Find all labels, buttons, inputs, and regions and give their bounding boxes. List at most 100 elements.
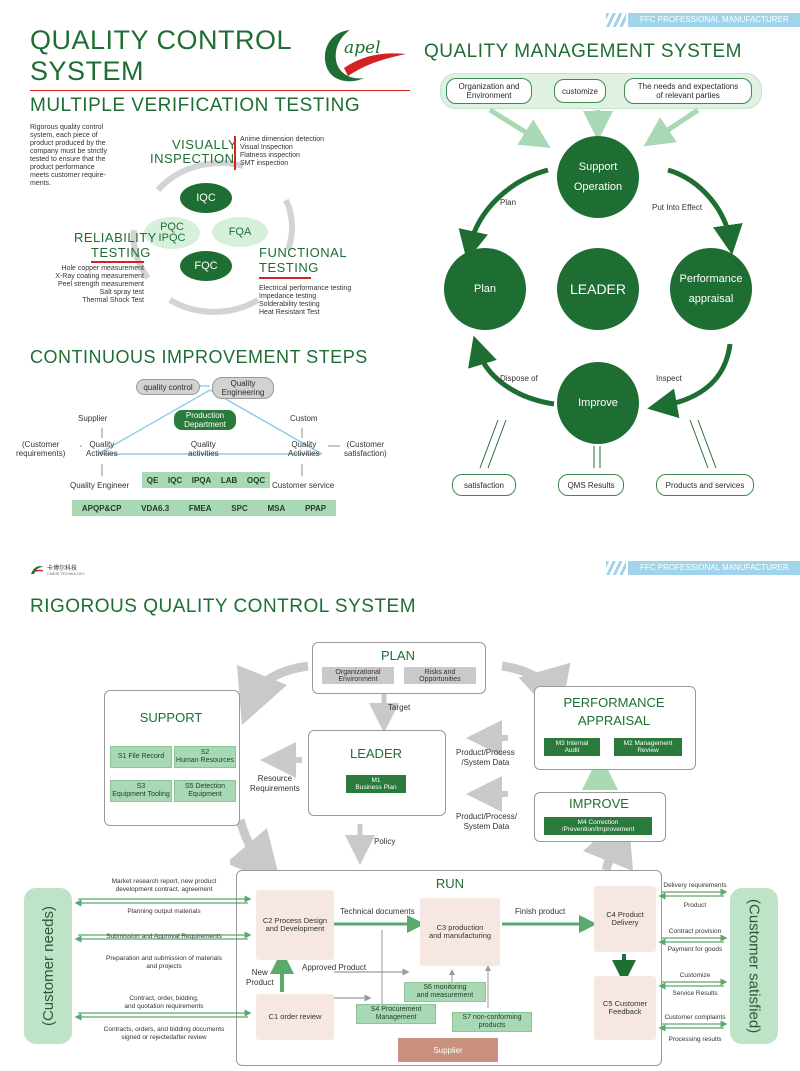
fmea-cell: FMEA <box>188 503 212 513</box>
lbl-dispose: Dispose of <box>500 374 538 383</box>
right-line-5: Customize <box>679 972 711 979</box>
custom-label: Custom <box>290 414 318 423</box>
c1-box: C1 order review <box>256 994 334 1040</box>
lbl-inspect: Inspect <box>656 374 682 383</box>
reliability-red-bar <box>91 261 144 263</box>
supplier-label: Supplier <box>78 414 108 423</box>
qms-results-pill: QMS Results <box>558 474 624 496</box>
p2-title: RIGOROUS QUALITY CONTROL SYSTEM <box>30 596 417 617</box>
ppap-cell: PPAP <box>304 503 327 513</box>
apqp-cell: APQP&CP <box>81 503 122 513</box>
right-line-7: Customer complaints <box>664 1014 726 1021</box>
leader-title: LEADER <box>349 746 403 761</box>
visual-red-bar <box>234 136 236 170</box>
testing-label-right: TESTING <box>259 260 319 275</box>
ci-triangle <box>80 385 340 476</box>
pps2-label: Product/Process/System Data <box>456 812 517 831</box>
target-label: Target <box>388 703 411 712</box>
policy-label: Policy <box>374 837 396 846</box>
top-banner: FFC PROFESSIONAL MANUFACTURER <box>606 13 800 27</box>
customer-service-label: Customer service <box>272 481 335 490</box>
vda-cell: VDA6.3 <box>141 503 170 513</box>
pps1-label: Product/Process/System Data <box>456 748 515 767</box>
oqc-cell: OQC <box>246 475 266 485</box>
company-logo-sub: CABOR TECHNOLOGY <box>47 571 85 576</box>
qe-cell: QE <box>146 475 159 485</box>
iqc-cell: IQC <box>167 475 183 485</box>
lbl-put: Put Into Effect <box>652 203 703 212</box>
iqc-circle: IQC <box>180 183 232 213</box>
satisfaction-pill: satisfaction <box>452 474 516 496</box>
leader-circle: LEADER <box>557 248 639 330</box>
finish-product-label: Finish product <box>515 907 566 916</box>
page-title-line2: SYSTEM <box>30 56 145 86</box>
left-line-6: Contracts, orders, and bidding documents… <box>103 1026 225 1041</box>
performance-frame <box>534 686 696 770</box>
m4-box: M4 Correction/Prevention/Improvement <box>544 817 652 835</box>
lbl-plan: Plan <box>500 198 517 207</box>
spc-cell: SPC <box>231 503 248 513</box>
approved-product-label: Approved Product <box>302 963 367 972</box>
qms-arrows <box>458 107 743 469</box>
plan-title: PLAN <box>381 648 415 663</box>
logo-mark-icon <box>31 566 44 574</box>
company-logo: apel <box>314 24 410 88</box>
functional-label: FUNCTIONAL <box>259 245 348 260</box>
reliability-label: RELIABILITY <box>74 230 157 245</box>
run-title: RUN <box>435 876 465 891</box>
qms-title: QUALITY MANAGEMENT SYSTEM <box>424 41 742 62</box>
quality-control-pill: quality control <box>136 379 200 395</box>
left-line-2: Planning output materials <box>127 908 201 915</box>
right-line-6: Service Results <box>672 990 718 997</box>
inspection-label: INSPECTION <box>150 151 235 166</box>
company-logo-small: 卡博尔科技 CABOR TECHNOLOGY <box>30 564 85 576</box>
verification-cycle <box>130 160 295 315</box>
title-rule <box>30 90 410 91</box>
leader-frame <box>308 730 446 816</box>
left-line-5: Contract, order, bidding,and quotation r… <box>124 995 204 1010</box>
logo-graphic <box>324 30 406 82</box>
section-subtitle: MULTIPLE VERIFICATION TESTING <box>30 95 361 116</box>
right-line-8: Processing results <box>668 1036 722 1043</box>
page-title-line1: QUALITY CONTROL <box>30 25 293 55</box>
supplier-box: Supplier <box>398 1038 498 1062</box>
visually-label: VISUALLY <box>172 137 238 152</box>
lab-cell: LAB <box>220 475 238 485</box>
customer-satisfied-panel: (Customer satisfied) <box>730 888 778 1044</box>
customer-needs-panel: (Customer needs) <box>24 888 72 1044</box>
improve-circle: Improve <box>557 362 639 444</box>
quality-engineer-label: Quality Engineer <box>70 481 130 490</box>
technical-docs-label: Technical documents <box>340 907 415 916</box>
run-arrows <box>74 888 728 1032</box>
left-line-3: Submission and Approval Requirements <box>106 933 222 940</box>
plan-circle: Plan <box>444 248 526 330</box>
